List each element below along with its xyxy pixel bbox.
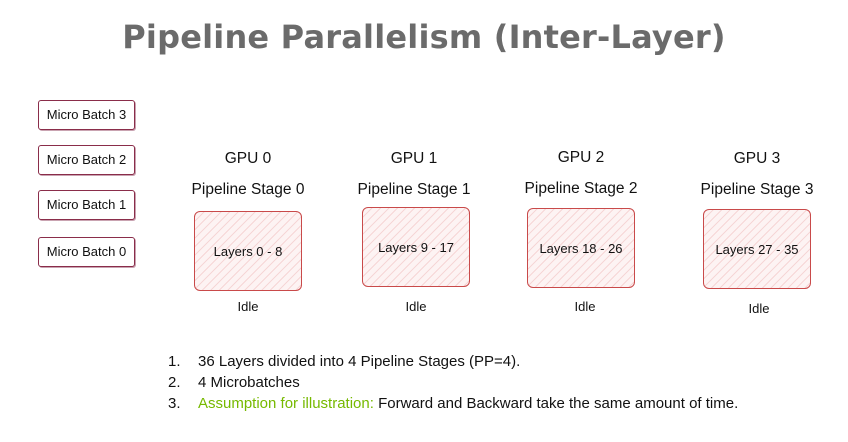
note-highlight: Assumption for illustration: bbox=[198, 395, 374, 412]
gpu-0-label: GPU 0 bbox=[224, 150, 272, 167]
stage-3-status: Idle bbox=[748, 301, 770, 316]
pipeline-stage-1-box: Layers 9 - 17 bbox=[362, 207, 470, 287]
pipeline-stage-3-box: Layers 27 - 35 bbox=[703, 209, 811, 289]
pipeline-stage-0-label: Pipeline Stage 0 bbox=[191, 181, 305, 198]
gpu-2-label: GPU 2 bbox=[557, 149, 605, 166]
stage-3-layers: Layers 27 - 35 bbox=[715, 241, 799, 257]
stage-0-status: Idle bbox=[237, 299, 259, 314]
gpu-1-header: GPU 1 Pipeline Stage 1 bbox=[329, 150, 499, 201]
diagram-title: Pipeline Parallelism (Inter-Layer) bbox=[122, 18, 726, 56]
micro-batch-0: Micro Batch 0 bbox=[38, 237, 135, 267]
micro-batch-1: Micro Batch 1 bbox=[38, 190, 135, 220]
gpu-0-header: GPU 0 Pipeline Stage 0 bbox=[163, 150, 333, 201]
pipeline-stage-3-label: Pipeline Stage 3 bbox=[700, 181, 814, 198]
gpu-3-label: GPU 3 bbox=[733, 150, 781, 167]
note-text: Forward and Backward take the same amoun… bbox=[378, 395, 739, 412]
list-item: 2. 4 Microbatches bbox=[168, 372, 738, 393]
gpu-2-header: GPU 2 Pipeline Stage 2 bbox=[496, 149, 666, 200]
note-text: 36 Layers divided into 4 Pipeline Stages… bbox=[198, 353, 521, 370]
note-number: 3. bbox=[168, 395, 181, 412]
pipeline-stage-0-box: Layers 0 - 8 bbox=[194, 211, 302, 291]
stage-0-layers: Layers 0 - 8 bbox=[213, 243, 283, 259]
note-text: 4 Microbatches bbox=[198, 374, 300, 391]
stage-1-layers: Layers 9 - 17 bbox=[378, 239, 454, 255]
stage-1-status: Idle bbox=[405, 299, 427, 314]
micro-batch-2: Micro Batch 2 bbox=[38, 145, 135, 175]
note-number: 2. bbox=[168, 374, 181, 391]
pipeline-stage-2-box: Layers 18 - 26 bbox=[527, 208, 635, 288]
stage-2-status: Idle bbox=[574, 299, 596, 314]
pipeline-stage-2-label: Pipeline Stage 2 bbox=[524, 180, 638, 197]
stage-2-layers: Layers 18 - 26 bbox=[539, 240, 623, 256]
note-number: 1. bbox=[168, 353, 181, 370]
notes-list: 1. 36 Layers divided into 4 Pipeline Stag… bbox=[168, 351, 738, 414]
pipeline-stage-1-label: Pipeline Stage 1 bbox=[357, 181, 471, 198]
micro-batch-3: Micro Batch 3 bbox=[38, 100, 135, 130]
list-item: 3. Assumption for illustration: Forward a… bbox=[168, 393, 738, 414]
gpu-3-header: GPU 3 Pipeline Stage 3 bbox=[672, 150, 842, 201]
list-item: 1. 36 Layers divided into 4 Pipeline Stag… bbox=[168, 351, 738, 372]
gpu-1-label: GPU 1 bbox=[390, 150, 438, 167]
